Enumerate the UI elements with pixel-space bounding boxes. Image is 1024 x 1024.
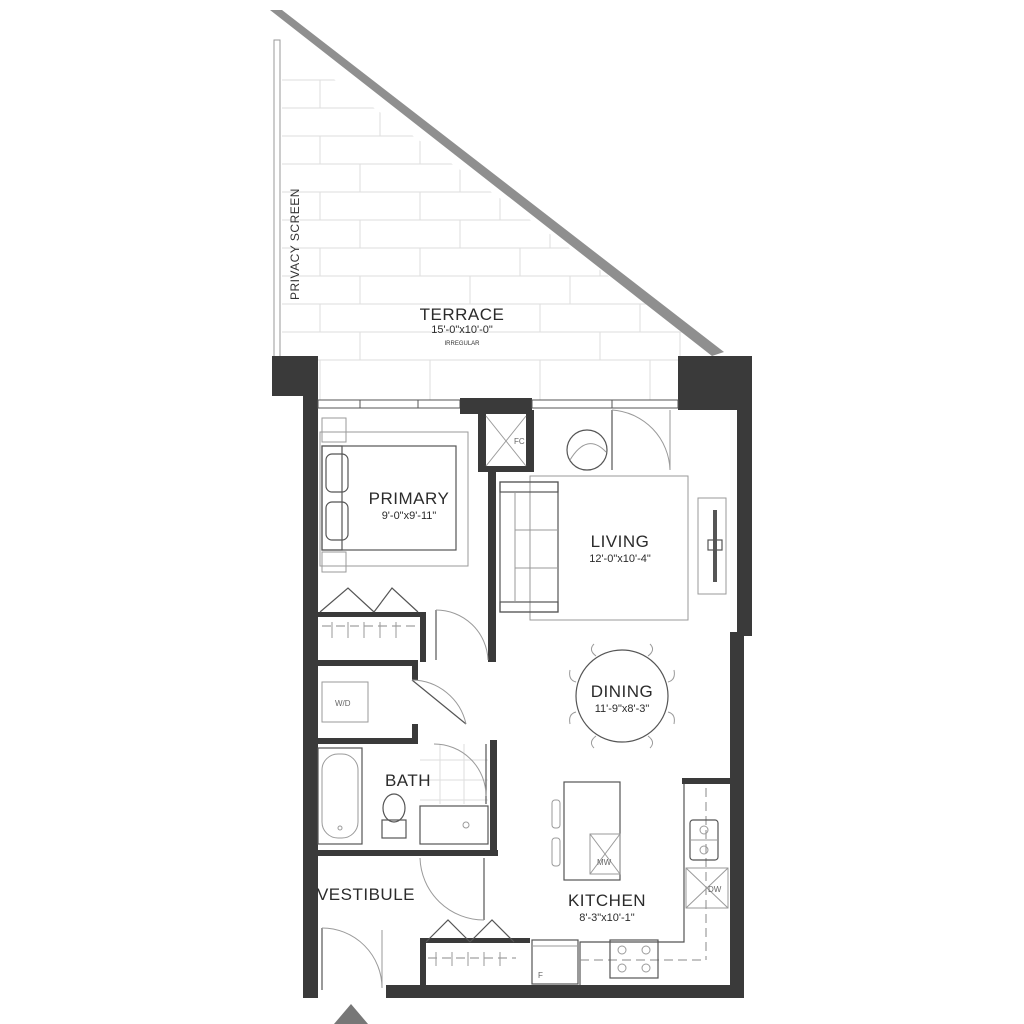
stool (551, 799, 561, 829)
terrace-tile-grid (282, 79, 720, 400)
walls (272, 356, 752, 998)
kitchen: MW DW F (531, 781, 729, 985)
dining-dims: 11'-9"x8'-3" (595, 703, 650, 715)
nightstand (321, 551, 347, 573)
bathroom: BATH (317, 743, 489, 845)
bath-tile (420, 744, 488, 804)
counter (579, 784, 685, 985)
fan-coil-closet: FC (485, 415, 527, 467)
laundry-closet: W/D (321, 679, 467, 725)
tv-console (697, 497, 727, 595)
primary-name: PRIMARY (369, 489, 450, 508)
stool (551, 837, 561, 867)
kitchen-closet (425, 919, 516, 966)
toilet (381, 793, 407, 839)
washer-dryer (321, 681, 369, 723)
fc-label: FC (514, 437, 525, 446)
bathtub (317, 747, 363, 845)
dining-table (575, 649, 669, 743)
balcony-door (611, 409, 671, 471)
armchair (566, 429, 608, 471)
fridge-label: F (538, 971, 543, 980)
wd-label: W/D (335, 699, 351, 708)
vanity (419, 805, 489, 845)
dining-area: DINING 11'-9"x8'-3" (569, 643, 675, 749)
rug (529, 475, 689, 621)
sink (689, 819, 719, 861)
rug (319, 431, 469, 567)
dw-label: DW (708, 885, 722, 894)
mw-label: MW (597, 858, 612, 867)
terrace-name: TERRACE (420, 305, 505, 324)
terrace-railing (270, 10, 724, 356)
vestibule-door (419, 857, 485, 921)
living-room: LIVING 12'-0"x10'-4" (499, 409, 727, 621)
vestibule: VESTIBULE (317, 857, 485, 1024)
privacy-screen (273, 39, 281, 359)
vestibule-name: VESTIBULE (317, 885, 415, 904)
entry-arrow-icon (334, 1004, 368, 1024)
kitchen-dims: 8'-3"x10'-1" (579, 912, 635, 924)
terrace-dims: 15'-0"x10'-0" (431, 324, 493, 336)
living-name: LIVING (591, 532, 650, 551)
microwave (589, 833, 621, 875)
bedroom-door (435, 609, 489, 661)
kitchen-name: KITCHEN (568, 891, 646, 910)
dishwasher: DW (685, 867, 729, 909)
pillow (325, 501, 349, 541)
sofa (499, 481, 559, 613)
dining-name: DINING (591, 682, 654, 701)
range (609, 939, 659, 979)
living-dims: 12'-0"x10'-4" (589, 553, 651, 565)
primary-dims: 9'-0"x9'-11" (382, 510, 437, 522)
pillow (325, 453, 349, 493)
kitchen-island (563, 781, 621, 881)
terrace-area: PRIVACY SCREEN (270, 10, 724, 400)
terrace-note: IRREGULAR (444, 341, 480, 347)
entry-door (321, 927, 383, 990)
bedroom-closet (319, 587, 419, 638)
bath-name: BATH (385, 771, 431, 790)
terrace-labels: TERRACE 15'-0"x10'-0" IRREGULAR (420, 305, 505, 347)
primary-bedroom: PRIMARY 9'-0"x9'-11" (319, 417, 469, 573)
refrigerator: F (531, 939, 579, 985)
privacy-screen-label: PRIVACY SCREEN (288, 188, 302, 300)
nightstand (321, 417, 347, 443)
tv (713, 510, 717, 582)
